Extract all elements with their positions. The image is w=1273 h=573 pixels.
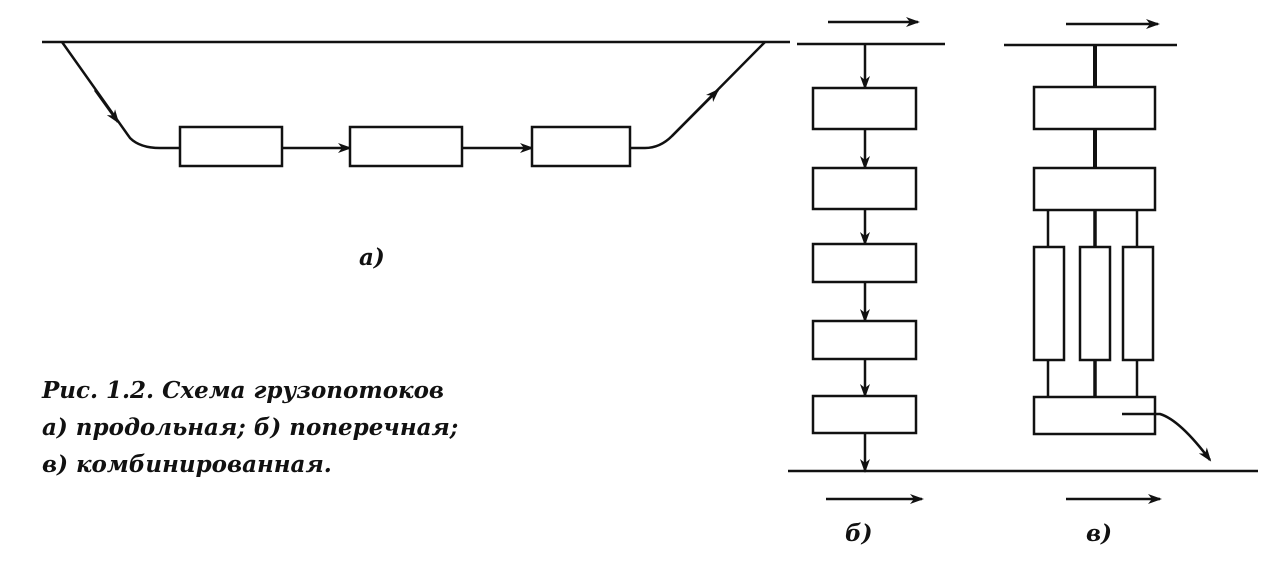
scheme-v-exit-arrow [1122,412,1212,462]
scheme-b-box-1 [811,86,918,131]
scheme-a-branch-in-arrow [93,89,120,124]
scheme-a-box-3 [530,125,632,168]
label-b: б) [845,520,873,547]
label-a: а) [359,244,385,271]
scheme-b-box-2 [811,166,918,211]
scheme-b-transverse [797,17,945,504]
scheme-v-box-1 [1032,85,1157,131]
scheme-v-box-2 [1032,166,1157,212]
caption-line-2: а) продольная; б) поперечная; [42,414,459,441]
scheme-a-branch-out-arrow [671,88,720,137]
scheme-a-branch-out [630,41,766,150]
scheme-b-box-5 [811,394,918,435]
caption-line-3: в) комбинированная. [42,451,332,478]
figure-caption: Рис. 1.2. Схема грузопотоков а) продольн… [42,372,458,483]
scheme-a-box-2 [348,125,464,168]
caption-line-1: Рис. 1.2. Схема грузопотоков [42,377,445,404]
scheme-b-box-3 [811,242,918,284]
scheme-a-box-1 [178,125,284,168]
scheme-v-parallel-box-1 [1032,245,1066,362]
scheme-v-combined [1004,19,1212,504]
scheme-v-parallel-box-2 [1078,245,1112,362]
scheme-v-parallel-box-3 [1121,245,1155,362]
scheme-b-box-4 [811,319,918,361]
scheme-a-branch-in [60,41,180,150]
label-v: в) [1086,520,1112,547]
scheme-a-longitudinal [42,40,790,168]
scheme-v-box-bottom [1032,395,1157,436]
